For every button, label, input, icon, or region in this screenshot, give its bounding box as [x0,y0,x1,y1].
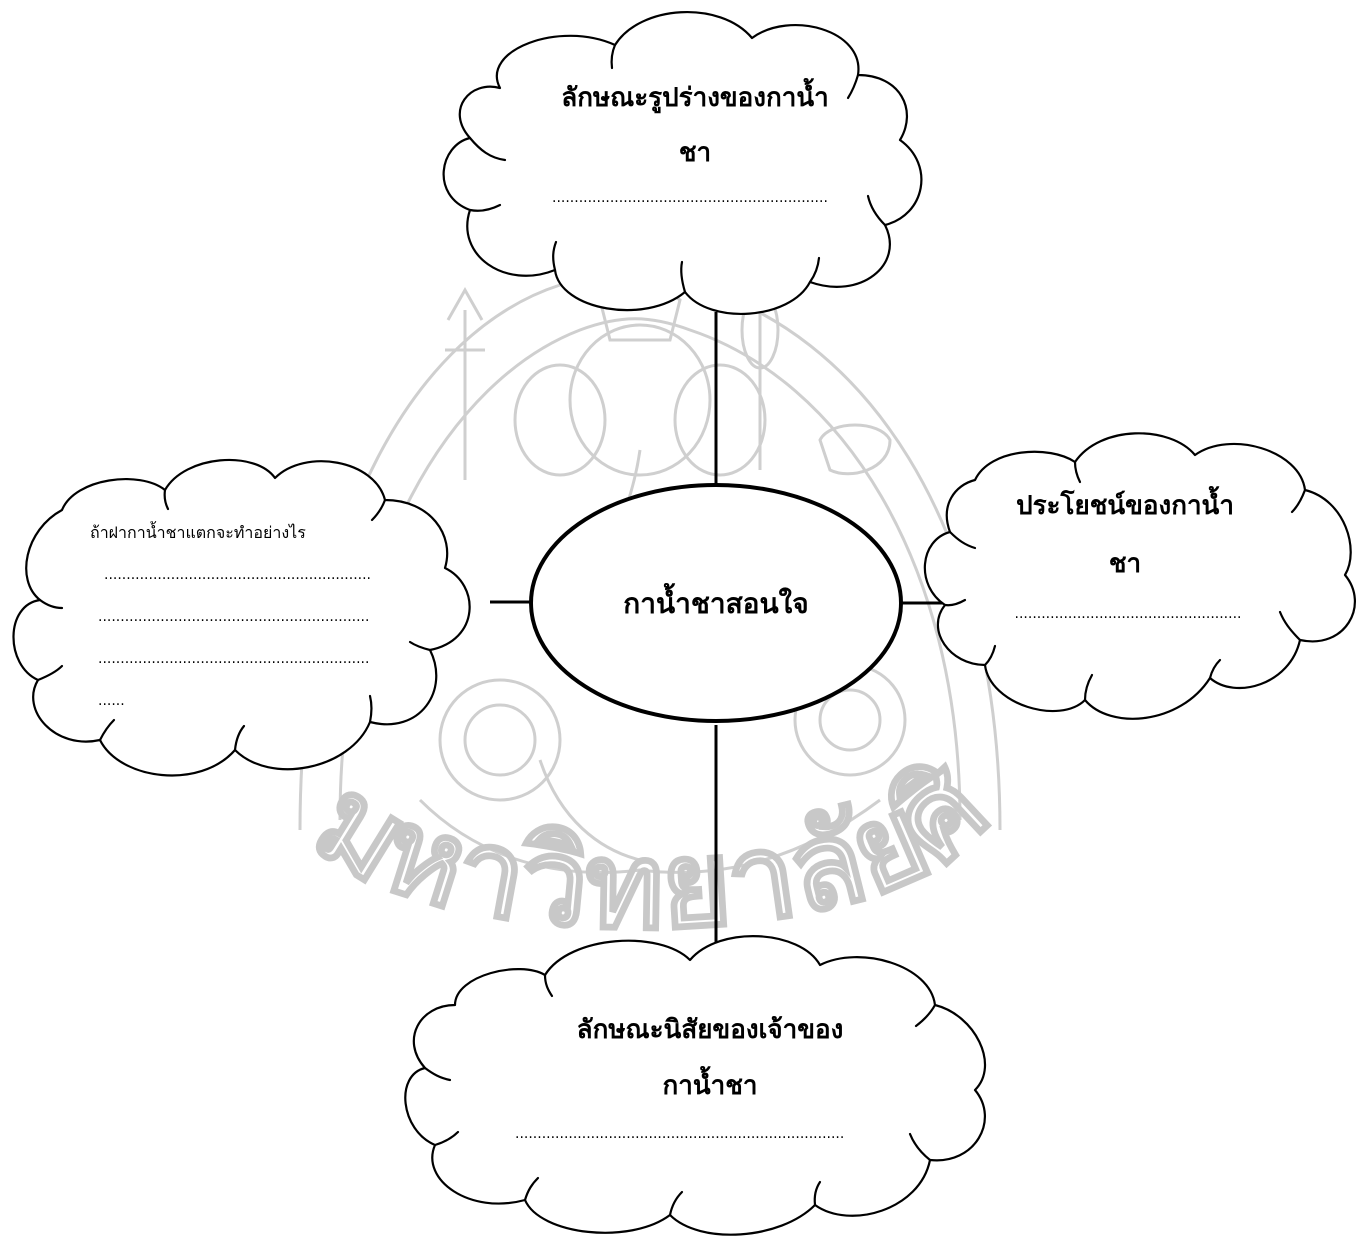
bottom-node-answer-line[interactable]: ........................................… [515,1126,845,1142]
left-node-answer-line-4[interactable]: ...... [98,693,125,709]
center-ellipse [529,483,903,723]
bottom-node-title-line1: ลักษณะนิสัยของเจ้าของ [576,1015,844,1045]
right-node-title-line2: ชา [1108,549,1142,579]
left-node-answer-line-3[interactable]: ........................................… [98,651,370,667]
cloud-bottom [404,935,987,1236]
right-node-answer-line[interactable]: ........................................… [1014,606,1242,622]
top-node-answer-line[interactable]: ........................................… [552,190,828,206]
left-node-answer-line-1[interactable]: ........................................… [104,567,370,583]
left-node-title: ถ้าฝากาน้ำชาแตกจะทำอย่างไร [90,523,306,542]
left-node-answer-line-2[interactable]: ........................................… [98,609,370,625]
center-topic-label: กาน้ำชาสอนใจ [623,587,809,620]
top-node-title-line1: ลักษณะรูปร่างของกาน้ำ [561,83,829,113]
cloud-left [12,458,471,777]
right-node-title-line1: ประโยชน์ของกาน้ำ [1016,491,1234,521]
top-node-title-line2: ชา [678,138,712,168]
cloud-top [442,11,923,315]
cloud-right [923,432,1356,720]
bottom-node-title-line2: กาน้ำชา [662,1071,758,1101]
